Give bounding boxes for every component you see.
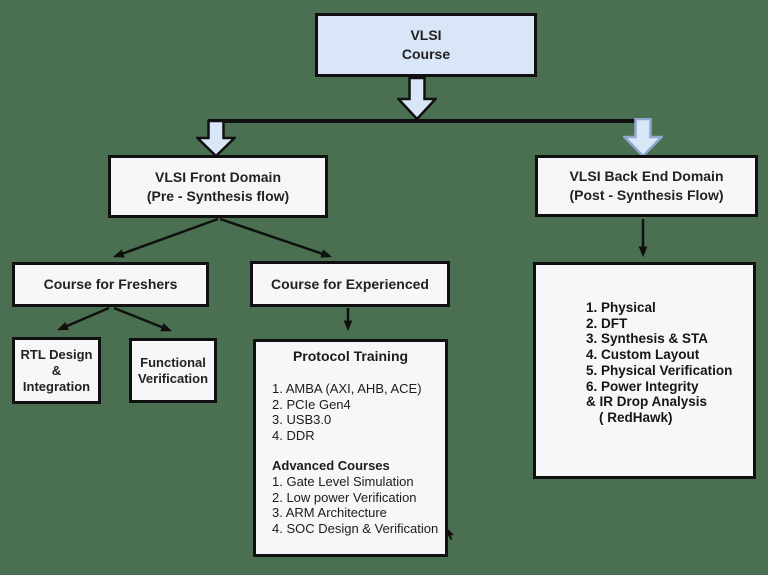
- mouse-cursor-icon: [446, 527, 454, 540]
- backend-list-node: 1. Physical 2. DFT 3. Synthesis & STA 4.…: [533, 262, 756, 479]
- experienced-label: Course for Experienced: [271, 275, 429, 292]
- rtl-line2: &: [51, 362, 62, 378]
- advanced-item: 2. Low power Verification: [272, 489, 417, 505]
- freshers-node: Course for Freshers: [12, 262, 209, 307]
- down-block-arrow-right-icon: [623, 118, 663, 158]
- functional-node: Functional Verification: [129, 338, 217, 403]
- front-domain-node: VLSI Front Domain (Pre - Synthesis flow): [108, 155, 328, 218]
- protocol-training-node: Protocol Training 1. AMBA (AXI, AHB, ACE…: [253, 339, 448, 557]
- backend-item: 6. Power Integrity: [586, 378, 699, 394]
- advanced-item: 4. SOC Design & Verification: [272, 520, 439, 536]
- rtl-line1: RTL Design: [20, 346, 93, 362]
- protocol-title: Protocol Training: [292, 348, 409, 364]
- back-domain-line1: VLSI Back End Domain: [569, 168, 724, 184]
- vlsi-course-node: VLSI Course: [315, 13, 537, 77]
- rtl-node: RTL Design & Integration: [12, 337, 101, 404]
- backend-item: ( RedHawk): [599, 409, 673, 425]
- front-domain-line1: VLSI Front Domain: [155, 168, 281, 185]
- front-domain-line2: (Pre - Synthesis flow): [146, 187, 290, 204]
- protocol-item: 2. PCIe Gen4: [272, 396, 351, 412]
- down-block-arrow-left-icon: [196, 120, 236, 158]
- advanced-item: 1. Gate Level Simulation: [272, 473, 414, 489]
- backend-item: 5. Physical Verification: [586, 362, 733, 378]
- back-domain-node: VLSI Back End Domain (Post - Synthesis F…: [535, 155, 758, 217]
- vlsi-course-line2: Course: [401, 46, 451, 62]
- backend-item: 2. DFT: [586, 315, 628, 331]
- experienced-node: Course for Experienced: [250, 261, 450, 307]
- backend-item: 1. Physical: [586, 300, 656, 315]
- advanced-courses-title: Advanced Courses: [272, 458, 390, 474]
- freshers-label: Course for Freshers: [43, 276, 178, 292]
- rtl-line3: Integration: [22, 378, 91, 394]
- functional-line1: Functional: [140, 354, 206, 370]
- vlsi-course-line1: VLSI: [410, 27, 442, 43]
- backend-item: 4. Custom Layout: [586, 347, 700, 363]
- advanced-item: 3. ARM Architecture: [272, 505, 387, 521]
- backend-item: & IR Drop Analysis: [586, 394, 708, 410]
- backend-item: 3. Synthesis & STA: [586, 331, 709, 347]
- protocol-item: 4. DDR: [272, 427, 315, 443]
- down-block-arrow-center-icon: [397, 77, 437, 121]
- protocol-item: 1. AMBA (AXI, AHB, ACE): [272, 381, 422, 396]
- functional-line2: Verification: [137, 370, 209, 386]
- protocol-item: 3. USB3.0: [272, 412, 332, 428]
- back-domain-line2: (Post - Synthesis Flow): [569, 187, 724, 203]
